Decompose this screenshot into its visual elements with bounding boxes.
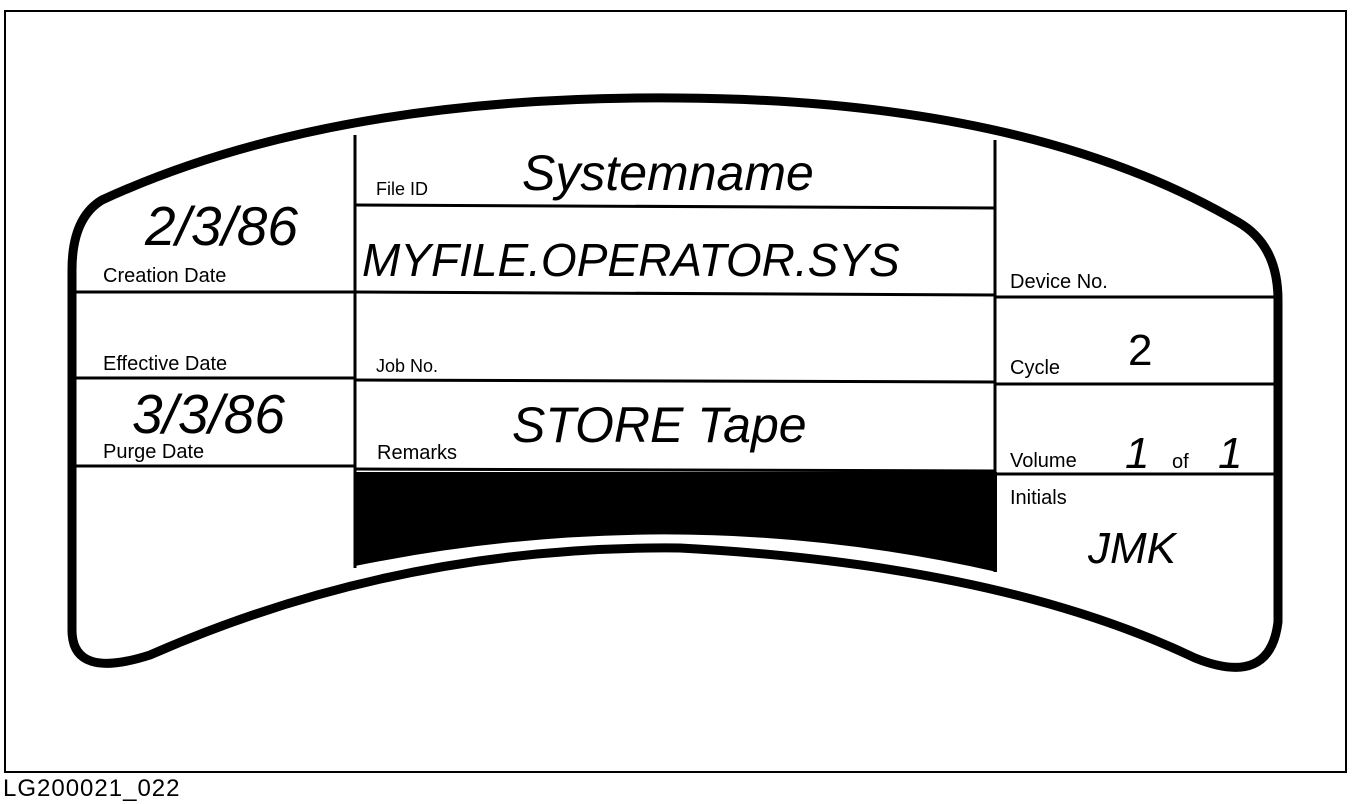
job-no-label: Job No. [376,356,438,376]
label-outline [67,93,1283,672]
rule-mid-1 [354,203,996,210]
volume-of-label: of [1172,451,1189,473]
effective-date-label: Effective Date [103,353,227,375]
system-name-value: Systemname [522,145,814,201]
creation-date-value: 2/3/86 [144,195,298,257]
volume-number-value: 1 [1125,429,1149,478]
file-id-label: File ID [376,179,428,199]
file-id-value: MYFILE.OPERATOR.SYS [362,234,900,286]
initials-label: Initials [1010,487,1067,509]
creation-date-label: Creation Date [103,265,226,287]
volume-label: Volume [1010,450,1077,472]
rule-mid-3 [354,378,996,384]
rule-mid-2 [354,290,996,297]
shaded-band [355,472,997,572]
purge-date-value: 3/3/86 [132,383,285,445]
cycle-value: 2 [1128,326,1152,375]
figure-frame [4,10,1347,773]
cycle-label: Cycle [1010,357,1060,379]
initials-value: JMK [1087,524,1178,573]
device-no-label: Device No. [1010,271,1108,293]
rule-mid-4 [354,467,996,473]
remarks-value: STORE Tape [512,397,807,453]
figure-id-caption: LG200021_022 [3,775,181,802]
volume-total-value: 1 [1218,429,1242,478]
purge-date-label: Purge Date [103,441,204,463]
remarks-label: Remarks [377,442,457,464]
